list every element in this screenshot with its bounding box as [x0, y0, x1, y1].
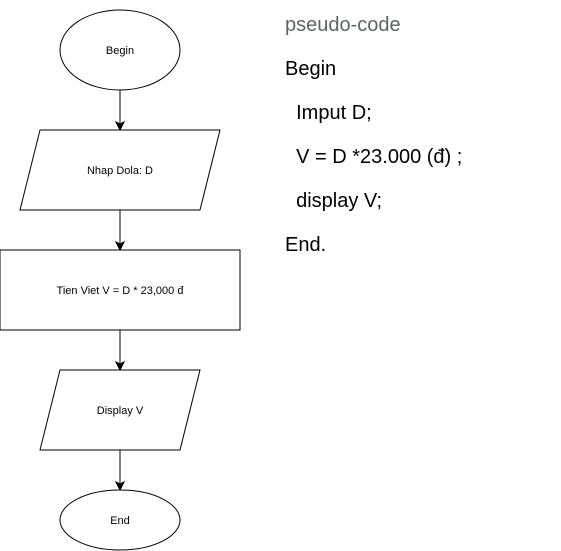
- edge-process-to-output: [114, 330, 126, 372]
- input-parallelogram: [19, 129, 221, 211]
- input-node: Nhap Dola: D: [19, 129, 221, 211]
- edge-output-to-end: [114, 450, 126, 492]
- process-node: Tien Viet V = D * 23,000 đ: [0, 249, 241, 331]
- end-ellipse: [59, 489, 181, 551]
- pseudocode-line: V = D *23.000 (đ) ;: [285, 146, 463, 168]
- pseudocode-line: display V;: [285, 190, 383, 212]
- output-parallelogram: [39, 369, 201, 451]
- arrowhead: [114, 480, 126, 492]
- input-label: Nhap Dola: D: [87, 165, 153, 177]
- process-label: Tien Viet V = D * 23,000 đ: [57, 285, 185, 297]
- arrowhead: [114, 120, 126, 132]
- pseudocode-line: End.: [285, 234, 327, 256]
- pseudocode-line: Begin: [285, 58, 337, 80]
- output-label: Display V: [97, 405, 144, 417]
- begin-node: Begin: [59, 9, 181, 91]
- output-node: Display V: [39, 369, 201, 451]
- end-label: End: [110, 515, 130, 527]
- arrowhead: [114, 240, 126, 252]
- end-node: End: [59, 489, 181, 551]
- process-rect: [0, 249, 241, 331]
- begin-label: Begin: [106, 45, 134, 57]
- arrowhead: [114, 360, 126, 372]
- edge-input-to-process: [114, 210, 126, 252]
- pseudocode-title: pseudo-code: [285, 14, 401, 36]
- pseudocode-line: Imput D;: [285, 102, 372, 124]
- edge-begin-to-input: [114, 90, 126, 132]
